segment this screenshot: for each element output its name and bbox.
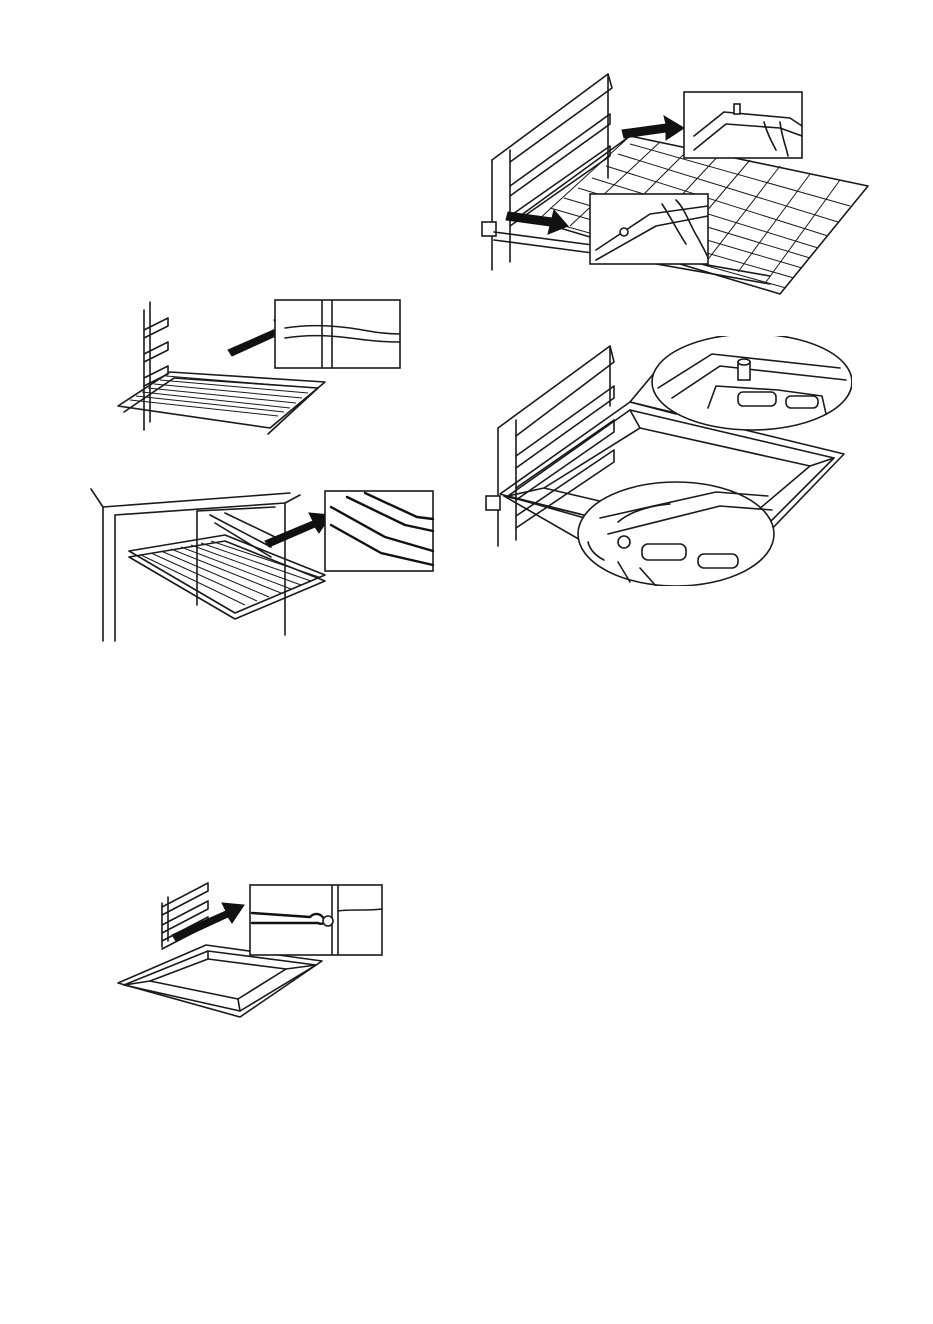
telescopic-tray-illustration — [480, 336, 852, 586]
detail-inset-circle — [652, 336, 852, 430]
oven-cavity-illustration — [85, 485, 435, 645]
figure-wire-shelf-on-side-rails — [110, 290, 410, 440]
figure-wire-shelf-inserted-in-oven — [85, 485, 435, 645]
telescopic-wire-shelf-illustration — [480, 66, 872, 298]
figure-telescopic-rails-tray — [480, 336, 852, 586]
figure-telescopic-rails-wire-shelf — [480, 66, 872, 298]
detail-inset-box — [250, 885, 382, 955]
detail-inset-box — [275, 300, 400, 368]
wire-shelf-side-rails-illustration — [110, 290, 410, 440]
deep-tray-illustration — [110, 875, 390, 1025]
arrow-icon — [622, 116, 684, 140]
figure-deep-tray-on-side-rails — [110, 875, 390, 1025]
arrow-icon — [265, 513, 331, 547]
